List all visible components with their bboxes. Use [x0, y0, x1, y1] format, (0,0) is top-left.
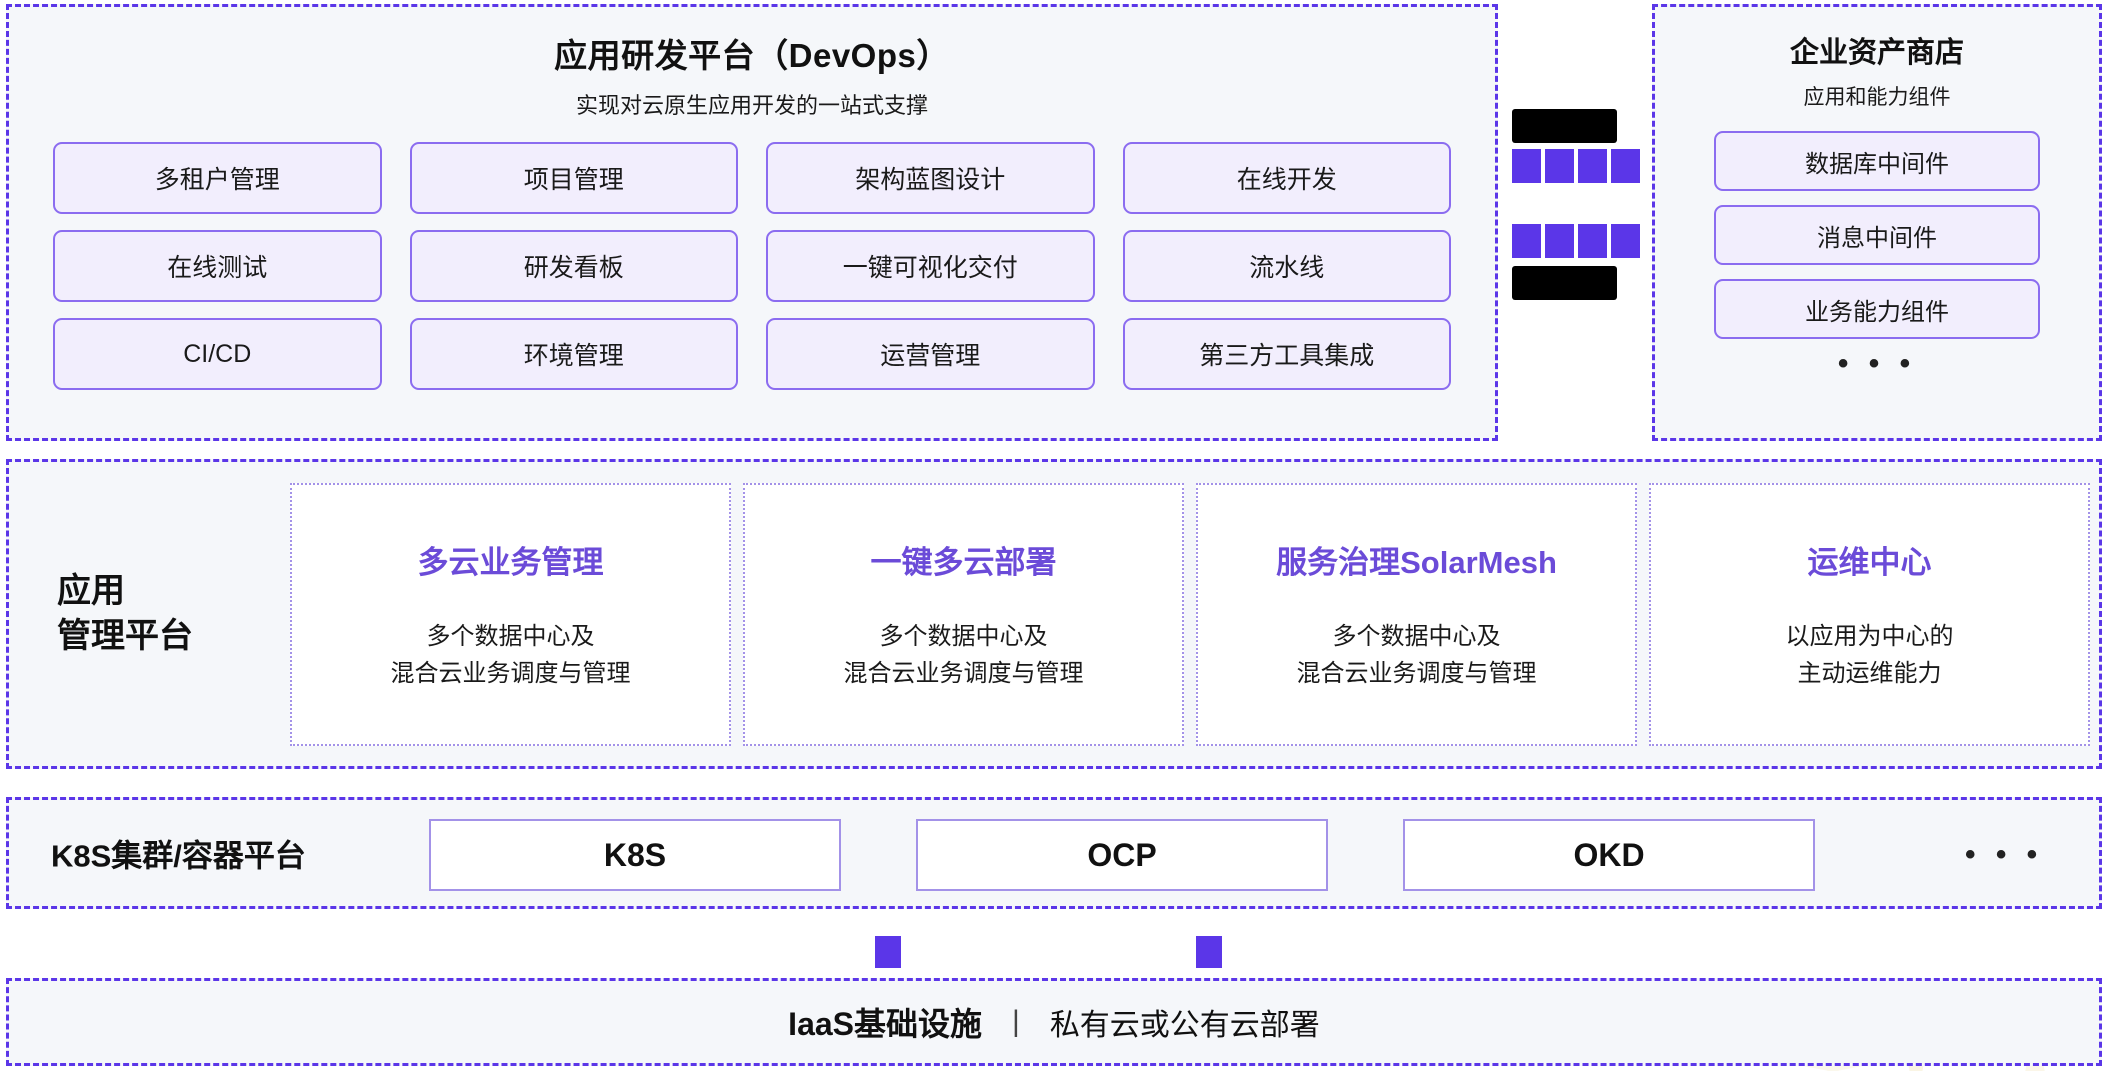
iaas-layer-content: IaaS基础设施 | 私有云或公有云部署	[9, 981, 2099, 1063]
management-platform-cards: 多云业务管理 多个数据中心及 混合云业务调度与管理 一键多云部署 多个数据中心及…	[290, 483, 2090, 746]
asset-store-item-database-middleware[interactable]: 数据库中间件	[1714, 131, 2040, 191]
devops-item-env-mgmt[interactable]: 环境管理	[409, 318, 738, 390]
k8s-platform-boxes: K8S OCP OKD • • •	[429, 819, 2043, 891]
card-body-line1: 多个数据中心及	[426, 622, 595, 650]
iaas-divider: |	[1012, 1005, 1020, 1038]
devops-capability-grid: 多租户管理 项目管理 架构蓝图设计 在线开发 在线测试 研发看板 一键可视化交付…	[53, 142, 1451, 390]
devops-subtitle: 实现对云原生应用开发的一站式支撑	[575, 93, 928, 118]
card-body-line1: 以应用为中心的	[1785, 622, 1954, 650]
asset-store-item-message-middleware[interactable]: 消息中间件	[1714, 205, 2040, 265]
connector-square	[1611, 224, 1640, 258]
management-platform-label: 应用 管理平台	[57, 569, 193, 659]
devops-item-pipeline[interactable]: 流水线	[1122, 230, 1451, 302]
devops-item-ops-mgmt[interactable]: 运营管理	[766, 318, 1095, 390]
card-body-line1: 多个数据中心及	[1332, 622, 1501, 650]
card-title: 运维中心	[1807, 544, 1932, 580]
iaas-description: 私有云或公有云部署	[1049, 1009, 1320, 1042]
devops-item-dev-board[interactable]: 研发看板	[409, 230, 738, 302]
management-card-solarmesh[interactable]: 服务治理SolarMesh 多个数据中心及 混合云业务调度与管理	[1196, 483, 1637, 746]
card-body: 多个数据中心及 混合云业务调度与管理	[1297, 618, 1537, 692]
iaas-title: IaaS基础设施	[788, 1006, 983, 1042]
management-platform-panel: 应用 管理平台 多云业务管理 多个数据中心及 混合云业务调度与管理 一键多云部署…	[6, 459, 2102, 769]
management-platform-label-line2: 管理平台	[57, 617, 193, 655]
card-title: 多云业务管理	[417, 544, 604, 580]
redacted-label-bottom	[1512, 266, 1617, 300]
asset-store-item-business-component[interactable]: 业务能力组件	[1714, 279, 2040, 339]
k8s-platform-label: K8S集群/容器平台	[51, 838, 306, 874]
card-body-line2: 混合云业务调度与管理	[390, 660, 631, 687]
k8s-box-okd[interactable]: OKD	[1403, 819, 1815, 891]
k8s-box-k8s[interactable]: K8S	[429, 819, 841, 891]
k8s-box-ocp[interactable]: OCP	[916, 819, 1328, 891]
middle-connector-column	[1502, 4, 1648, 441]
card-body-line1: 多个数据中心及	[879, 622, 1048, 650]
layer-connector-square-left	[875, 936, 901, 968]
card-body-line2: 混合云业务调度与管理	[1296, 660, 1537, 687]
devops-title: 应用研发平台（DevOps）	[554, 37, 950, 74]
card-body-line2: 主动运维能力	[1797, 660, 1942, 687]
management-card-ops-center[interactable]: 运维中心 以应用为中心的 主动运维能力	[1649, 483, 2090, 746]
management-platform-label-line1: 应用	[57, 572, 125, 611]
card-body: 多个数据中心及 混合云业务调度与管理	[391, 618, 631, 692]
iaas-layer-panel: IaaS基础设施 | 私有云或公有云部署	[6, 978, 2102, 1066]
devops-platform-panel: 应用研发平台（DevOps） 实现对云原生应用开发的一站式支撑 多租户管理 项目…	[6, 4, 1498, 441]
asset-store-title: 企业资产商店	[1789, 37, 1964, 69]
connector-square-row-top	[1512, 149, 1640, 183]
connector-square	[1611, 149, 1640, 183]
card-title: 一键多云部署	[870, 544, 1057, 580]
connector-square	[1578, 224, 1607, 258]
connector-square	[1545, 224, 1574, 258]
k8s-more-icon: • • •	[1965, 838, 2044, 871]
connector-square	[1512, 149, 1541, 183]
layer-connector-square-right	[1196, 936, 1222, 968]
asset-store-subtitle: 应用和能力组件	[1803, 86, 1951, 109]
connector-square	[1512, 224, 1541, 258]
connector-square	[1545, 149, 1574, 183]
devops-item-cicd[interactable]: CI/CD	[53, 318, 382, 390]
card-body-line2: 混合云业务调度与管理	[843, 660, 1084, 687]
devops-item-3rd-party[interactable]: 第三方工具集成	[1122, 318, 1451, 390]
devops-item-online-test[interactable]: 在线测试	[53, 230, 382, 302]
asset-store-more-icon: • • •	[1837, 347, 1917, 380]
devops-item-project-mgmt[interactable]: 项目管理	[409, 142, 738, 214]
connector-square-row-bottom	[1512, 224, 1640, 258]
k8s-platform-panel: K8S集群/容器平台 K8S OCP OKD • • •	[6, 797, 2102, 909]
card-body: 多个数据中心及 混合云业务调度与管理	[844, 618, 1084, 692]
asset-store-list: 数据库中间件 消息中间件 业务能力组件	[1714, 131, 2040, 339]
redacted-label-top	[1512, 109, 1617, 143]
devops-item-multi-tenant[interactable]: 多租户管理	[53, 142, 382, 214]
connector-square	[1578, 149, 1607, 183]
management-card-onekey-deploy[interactable]: 一键多云部署 多个数据中心及 混合云业务调度与管理	[743, 483, 1184, 746]
devops-item-visual-delivery[interactable]: 一键可视化交付	[766, 230, 1095, 302]
card-title: 服务治理SolarMesh	[1276, 544, 1557, 580]
card-body: 以应用为中心的 主动运维能力	[1786, 618, 1954, 692]
management-card-multicloud-business[interactable]: 多云业务管理 多个数据中心及 混合云业务调度与管理	[290, 483, 731, 746]
devops-item-online-dev[interactable]: 在线开发	[1122, 142, 1451, 214]
devops-item-architecture[interactable]: 架构蓝图设计	[766, 142, 1095, 214]
asset-store-panel: 企业资产商店 应用和能力组件 数据库中间件 消息中间件 业务能力组件 • • •	[1652, 4, 2102, 441]
